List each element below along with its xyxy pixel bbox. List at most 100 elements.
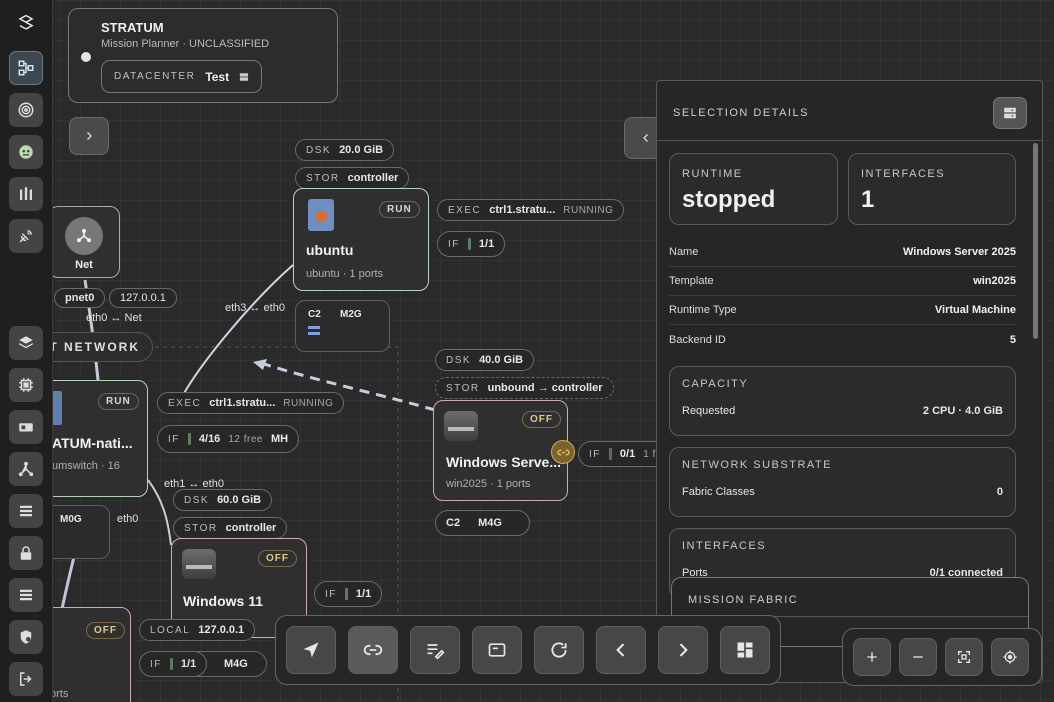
detail-row-backend-id: Backend ID 5 <box>669 325 1016 354</box>
chevron-right-icon <box>679 643 688 657</box>
if-value: 0/1 <box>619 448 636 460</box>
target-icon[interactable] <box>9 93 43 127</box>
robot-icon[interactable] <box>9 135 43 169</box>
next-button[interactable] <box>658 626 708 674</box>
chip-icon[interactable] <box>9 368 43 402</box>
interfaces-card: INTERFACES 1 <box>848 153 1016 225</box>
if-key: IF <box>448 238 460 250</box>
expand-panel-button[interactable] <box>69 117 109 155</box>
layers-icon[interactable] <box>9 326 43 360</box>
disk-key: DSK <box>306 144 332 156</box>
brand-card: STRATUM Mission Planner · UNCLASSIFIED D… <box>68 8 338 103</box>
storage-key: STOR <box>446 382 480 394</box>
windows-server-node[interactable]: OFF Windows Serve... win2025 · 1 ports <box>433 400 568 501</box>
bottom-node[interactable]: OFF orts <box>53 607 131 702</box>
detail-value: 5 <box>1009 333 1016 346</box>
if-value: 1/1 <box>180 658 197 670</box>
ubuntu-os-icon <box>308 199 334 231</box>
exec-key: EXEC <box>448 204 482 216</box>
panel-server-button[interactable] <box>993 97 1027 129</box>
zoom-out-button[interactable] <box>899 638 937 676</box>
network-group-title[interactable]: T NETWORK <box>53 332 153 362</box>
mem-value: M0G <box>60 514 82 525</box>
refresh-icon <box>551 642 567 658</box>
satellite-icon[interactable] <box>9 219 43 253</box>
bottom-node-subtitle: orts <box>53 688 69 700</box>
detail-row-name: Name Windows Server 2025 <box>669 238 1016 267</box>
logout-icon[interactable] <box>9 662 43 696</box>
panel-header: SELECTION DETAILS <box>657 81 1042 141</box>
topology-canvas[interactable]: STRATUM Mission Planner · UNCLASSIFIED D… <box>53 0 1054 702</box>
interfaces-value: 1 <box>861 186 875 213</box>
server-icon <box>1004 107 1016 119</box>
win11-title: Windows 11 <box>183 593 264 609</box>
refresh-button[interactable] <box>534 626 584 674</box>
fit-view-icon <box>958 651 970 663</box>
ports-key: Ports <box>682 567 708 579</box>
if-value: 1/1 <box>478 238 495 250</box>
sidebar <box>0 0 53 702</box>
disk-key: DSK <box>446 354 472 366</box>
racks-icon[interactable] <box>9 177 43 211</box>
status-dot <box>81 52 91 62</box>
winsrv-title: Windows Serve... <box>446 454 562 470</box>
detail-key: Runtime Type <box>669 304 737 316</box>
topology-icon[interactable] <box>9 51 43 85</box>
fit-view-button[interactable] <box>945 638 983 676</box>
link-button[interactable] <box>348 626 398 674</box>
locate-button[interactable] <box>991 638 1029 676</box>
edit-notes-button[interactable] <box>410 626 460 674</box>
disk-value: 20.0 GiB <box>339 144 384 156</box>
stratum-resources: M0G <box>53 505 110 559</box>
list-icon[interactable] <box>9 494 43 528</box>
link-port-icon[interactable] <box>551 440 575 464</box>
detail-value: Windows Server 2025 <box>902 246 1016 258</box>
navigate-button[interactable] <box>286 626 336 674</box>
ubuntu-title: ubuntu <box>306 242 354 258</box>
window-button[interactable] <box>472 626 522 674</box>
lock-icon[interactable] <box>9 536 43 570</box>
ubuntu-node[interactable]: RUN ubuntu ubuntu · 1 ports <box>293 188 429 291</box>
storage-card-icon[interactable] <box>9 410 43 444</box>
net-node[interactable]: Net <box>53 206 120 278</box>
shield-icon[interactable] <box>9 620 43 654</box>
network-tree-icon[interactable] <box>9 452 43 486</box>
server-os-icon <box>444 411 478 441</box>
divider <box>672 616 1028 617</box>
chevron-left-icon <box>616 643 625 657</box>
zoom-toolbar <box>842 628 1042 686</box>
ubuntu-if-pill: IF 1/1 <box>437 231 506 257</box>
if-bar <box>467 238 471 250</box>
cpu-value: C2 <box>446 517 461 529</box>
list-alt-icon[interactable] <box>9 578 43 612</box>
previous-button[interactable] <box>596 626 646 674</box>
substrate-key: Fabric Classes <box>682 486 755 498</box>
logo-icon[interactable] <box>9 6 43 40</box>
cpu-bar <box>308 326 320 329</box>
stratum-nat-subtitle: umswitch · 16 <box>53 460 120 472</box>
panel-scrollbar[interactable] <box>1033 143 1038 339</box>
off-badge: OFF <box>522 411 561 428</box>
interfaces-key: INTERFACES <box>861 168 946 180</box>
winsrv-subtitle: win2025 · 1 ports <box>446 478 531 490</box>
local-value: 127.0.0.1 <box>198 624 245 636</box>
disk-value: 60.0 GiB <box>217 494 262 506</box>
cpu-bar <box>308 332 320 335</box>
if-key: IF <box>150 658 162 670</box>
detail-key: Name <box>669 246 699 258</box>
if-free: 1 fr <box>643 448 660 460</box>
zoom-in-button[interactable] <box>853 638 891 676</box>
detail-key: Backend ID <box>669 333 726 346</box>
stratum-nat-node[interactable]: RUN ATUM-nati... umswitch · 16 <box>53 380 148 497</box>
net-node-label: Net <box>75 259 93 271</box>
if-key: IF <box>168 433 180 445</box>
runtime-value: stopped <box>682 186 776 213</box>
storage-key: STOR <box>306 172 340 184</box>
brand-subtitle: Mission Planner · UNCLASSIFIED <box>101 38 270 50</box>
dashboard-button[interactable] <box>720 626 770 674</box>
datacenter-selector[interactable]: DATACENTER Test <box>101 60 262 93</box>
